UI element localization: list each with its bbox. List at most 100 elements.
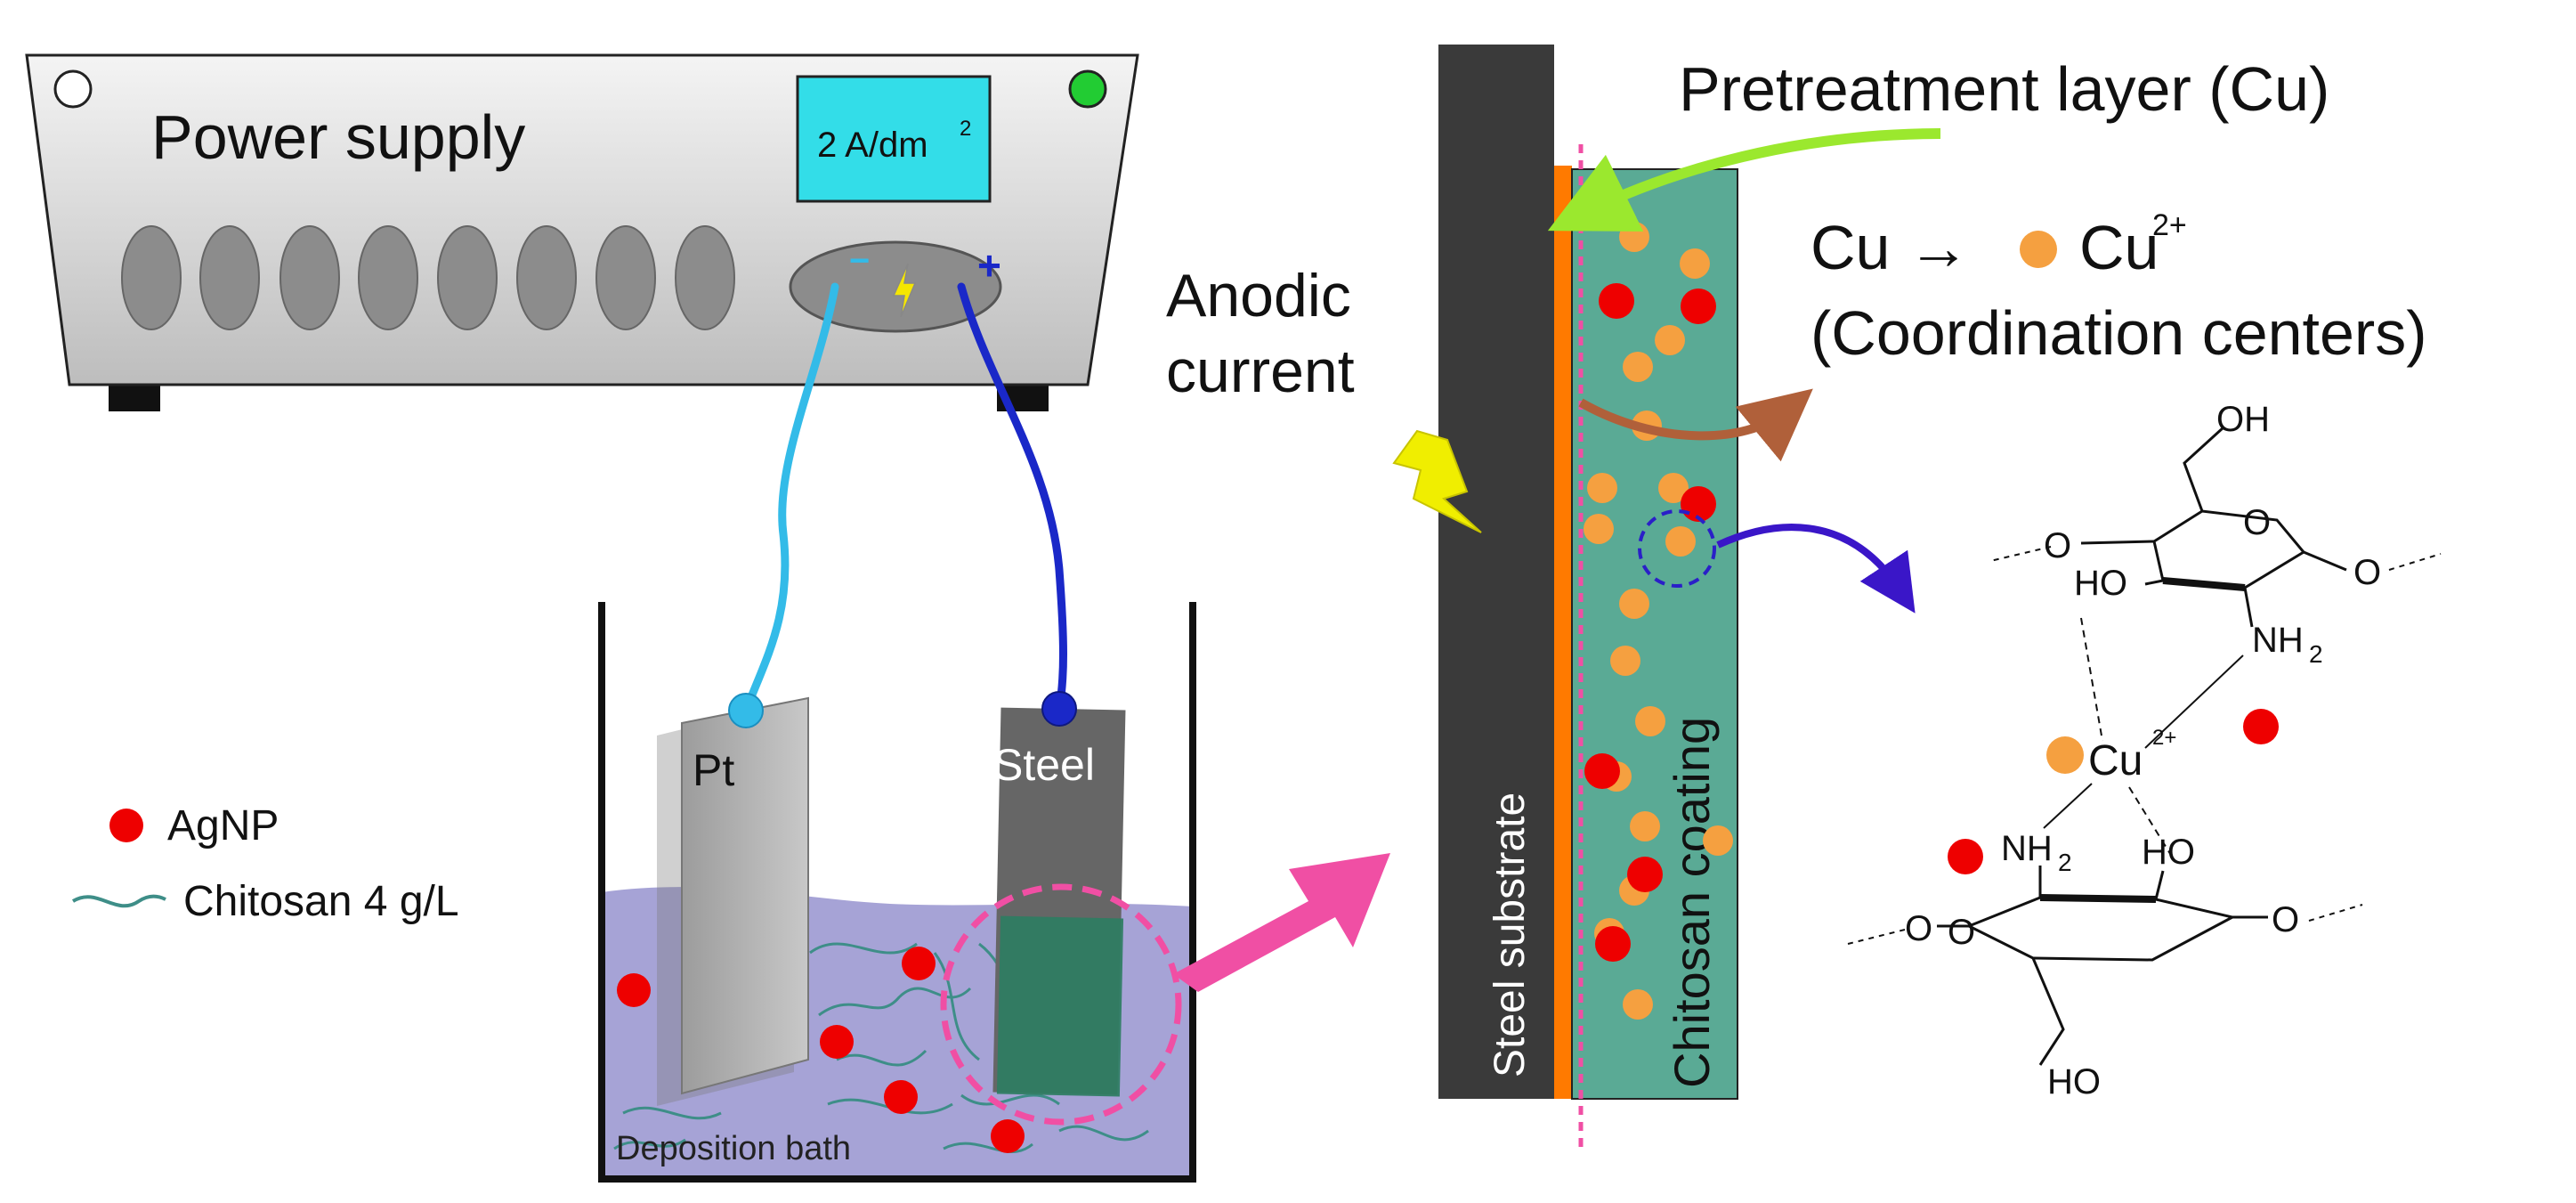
agnp-particle [1681, 289, 1716, 324]
negative-wire [741, 282, 839, 715]
release-arrow [1578, 388, 1813, 462]
agnp-particle [820, 1025, 854, 1059]
current-display [796, 75, 992, 203]
struct-agnp [1948, 839, 1983, 874]
glucosamine-ring-bottom [1847, 866, 2363, 1066]
coordination-label: (Coordination centers) [1810, 298, 2427, 368]
knob [199, 225, 260, 330]
cross-section: Steel substrate Chitosan coating [1166, 45, 2427, 1149]
cu-ion [1587, 473, 1617, 503]
deposition-bath: Pt Steel Deposition bath [598, 602, 1196, 1183]
struct-cu-ion-dot [2046, 736, 2084, 774]
pretreatment-label: Pretreatment layer (Cu) [1679, 54, 2329, 124]
cu-ion [1630, 811, 1660, 841]
power-indicator-green [1068, 69, 1107, 109]
structure-arrow [1716, 524, 1916, 614]
glycosidic-right-b-dots [2308, 904, 2363, 922]
coordination-bond-nh2 [2144, 654, 2244, 749]
reaction-cu-text: Cu → [1810, 213, 1970, 282]
steel-electrode-label: Steel [993, 740, 1095, 790]
pretreatment-arrow [1547, 128, 1941, 232]
struct-nh2-top-sub: 2 [2309, 640, 2323, 668]
cu-ion [1619, 222, 1649, 252]
chitosan-fiber [809, 942, 918, 955]
struct-o-ring-top: O [2243, 503, 2271, 542]
bolt-icon [892, 263, 917, 318]
agnp-particle [1599, 283, 1634, 319]
steel-clip [1041, 691, 1077, 727]
zoom-circle [940, 883, 1182, 1126]
knob-row [121, 225, 735, 330]
struct-nh2-bottom: NH [2001, 829, 2053, 868]
knob [437, 225, 498, 330]
reaction-ion-text: Cu [2079, 213, 2159, 282]
agnp-particle [1595, 926, 1631, 962]
glycosidic-left-b-dots [1847, 929, 1906, 945]
cu-ion [1658, 473, 1689, 503]
pt-clip [728, 693, 764, 728]
legend-chitosan-marker [71, 894, 166, 908]
struct-o-right-top: O [2353, 553, 2381, 592]
struct-o-right-bottom: O [2272, 900, 2299, 939]
cu-ion [1680, 248, 1710, 279]
ho-bond-bottom-right [2154, 870, 2165, 900]
struct-agnp [2243, 709, 2279, 744]
positive-terminal-sign: + [977, 242, 1001, 289]
positive-wire [957, 282, 1067, 713]
knob [516, 225, 577, 330]
struct-o-left-top: O [2044, 526, 2071, 565]
struct-cu: Cu [2088, 737, 2143, 784]
steel-substrate [1438, 45, 1554, 1099]
pt-electrode [681, 696, 809, 1095]
chitosan-fiber [836, 1049, 928, 1067]
steel-substrate-label: Steel substrate [1486, 793, 1534, 1077]
glycosidic-left-dots [1989, 546, 2052, 562]
cu-ion [1655, 325, 1685, 355]
pretreatment-layer [1554, 166, 1572, 1099]
ch2oh-bond-bottom [2031, 957, 2065, 1066]
power-indicator-white [53, 69, 93, 109]
knob [595, 225, 656, 330]
legend-agnp-marker [109, 809, 143, 842]
reaction-cu-ion-dot [2020, 231, 2057, 268]
struct-nh2-top: NH [2252, 621, 2304, 660]
ring-bonds [1965, 896, 2237, 962]
chitosan-fiber [933, 952, 980, 1061]
agnp-particle [1584, 753, 1620, 789]
agnp-particle [1627, 857, 1663, 892]
glycosidic-right-dots [2388, 553, 2442, 571]
chitosan-fiber [960, 1093, 1060, 1106]
anodic-current-bolt [1392, 429, 1482, 533]
agnp-particle [991, 1119, 1025, 1153]
struct-o-left-bottom: O [1905, 909, 1932, 948]
steel-coated-region [996, 915, 1124, 1097]
struct-cu-charge: 2+ [2152, 726, 2176, 750]
legend-agnp-label: AgNP [167, 802, 279, 849]
glucosamine-ring-top [1989, 426, 2442, 858]
power-supply-foot-left [109, 381, 160, 411]
cu-ion [1623, 989, 1653, 1020]
legend: AgNP Chitosan 4 g/L [71, 802, 459, 925]
pt-electrode-label: Pt [693, 745, 734, 795]
bath-agnps [617, 947, 1025, 1153]
cu-ion [1584, 514, 1614, 544]
cu-ion [1703, 825, 1733, 856]
glycosidic-left [2080, 540, 2155, 545]
nh2-bond [2243, 587, 2254, 628]
coordination-bond-o-top [2080, 617, 2103, 742]
chitosan-fiber [818, 987, 972, 1017]
reaction-ion-charge: 2+ [2152, 208, 2187, 242]
chitosan-fiber [1058, 1125, 1149, 1142]
ring-front-bond [2162, 577, 2246, 591]
struct-o-ring-bottom: O [1948, 913, 1975, 952]
wires [741, 282, 1067, 715]
cu-ion [1610, 646, 1640, 676]
knob [279, 225, 340, 330]
anodic-label-line1: Anodic [1166, 262, 1351, 329]
cu-ion [1665, 526, 1696, 557]
beaker [598, 602, 1196, 1183]
anodic-label-line2: current [1166, 337, 1355, 405]
cu-ion [1619, 589, 1649, 619]
ring-bonds [2152, 509, 2306, 589]
